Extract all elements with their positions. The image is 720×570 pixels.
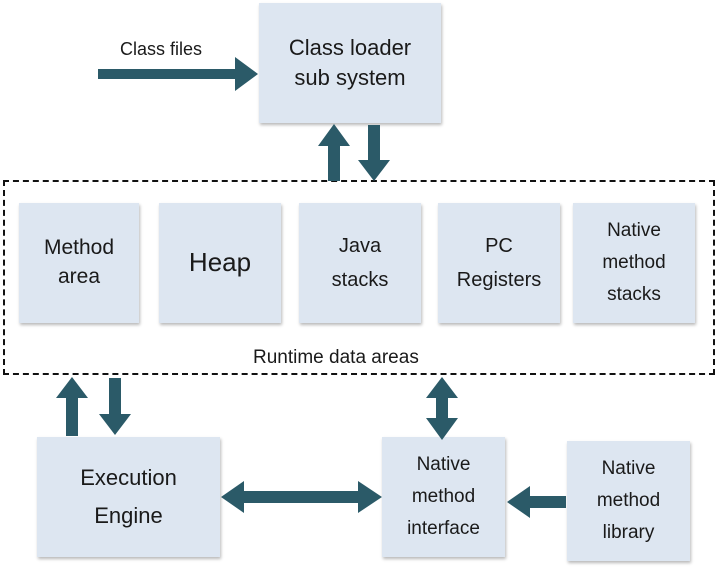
execution-engine-line-2: Engine (94, 503, 163, 528)
pc-registers-line-1: PC (485, 235, 513, 257)
pc-registers-line-2: Registers (456, 269, 542, 291)
native-method-library-box: Native method library (567, 441, 690, 561)
class-loader-to-runtime-arrow (358, 125, 390, 181)
runtime-to-class-loader-arrow (318, 124, 350, 181)
execution-engine-box: Execution Engine (37, 437, 220, 557)
library-to-interface-arrow (507, 486, 566, 518)
runtime-interface-double-arrow (426, 377, 458, 440)
runtime-data-areas-label: Runtime data areas (253, 347, 419, 368)
java-stacks-box: Java stacks (299, 203, 421, 323)
runtime-to-engine-arrow (99, 378, 131, 435)
class-files-label: Class files (120, 39, 203, 59)
native-method-interface-line-1: Native (416, 453, 471, 475)
native-method-interface-box: Native method interface (382, 437, 505, 557)
class-loader-subsystem-box: Class loader sub system (259, 3, 441, 123)
heap-line-1: Heap (188, 247, 252, 278)
class-loader-line-1: Class loader (288, 34, 412, 60)
method-area-line-2: area (57, 265, 101, 288)
native-method-stacks-line-1: Native (607, 219, 661, 241)
method-area-box: Method area (19, 203, 139, 323)
class-loader-line-2: sub system (294, 65, 406, 90)
engine-interface-double-arrow (221, 481, 382, 513)
heap-box: Heap (159, 203, 281, 323)
java-stacks-line-2: stacks (331, 269, 389, 291)
native-method-library-line-2: method (596, 489, 661, 511)
native-method-stacks-line-3: stacks (607, 284, 661, 306)
java-stacks-line-1: Java (338, 235, 382, 257)
method-area-line-1: Method (43, 236, 115, 260)
native-method-library-line-3: library (602, 522, 655, 544)
pc-registers-box: PC Registers (438, 203, 560, 323)
runtime-data-areas-region (3, 180, 715, 375)
native-method-library-line-1: Native (601, 457, 656, 479)
execution-engine-line-1: Execution (80, 464, 177, 490)
engine-to-runtime-arrow (56, 377, 88, 436)
class-files-arrow (98, 57, 258, 91)
native-method-stacks-line-2: method (602, 251, 666, 273)
native-method-interface-line-3: interface (407, 518, 480, 540)
native-method-stacks-box: Native method stacks (573, 203, 695, 323)
native-method-interface-line-2: method (411, 485, 476, 507)
